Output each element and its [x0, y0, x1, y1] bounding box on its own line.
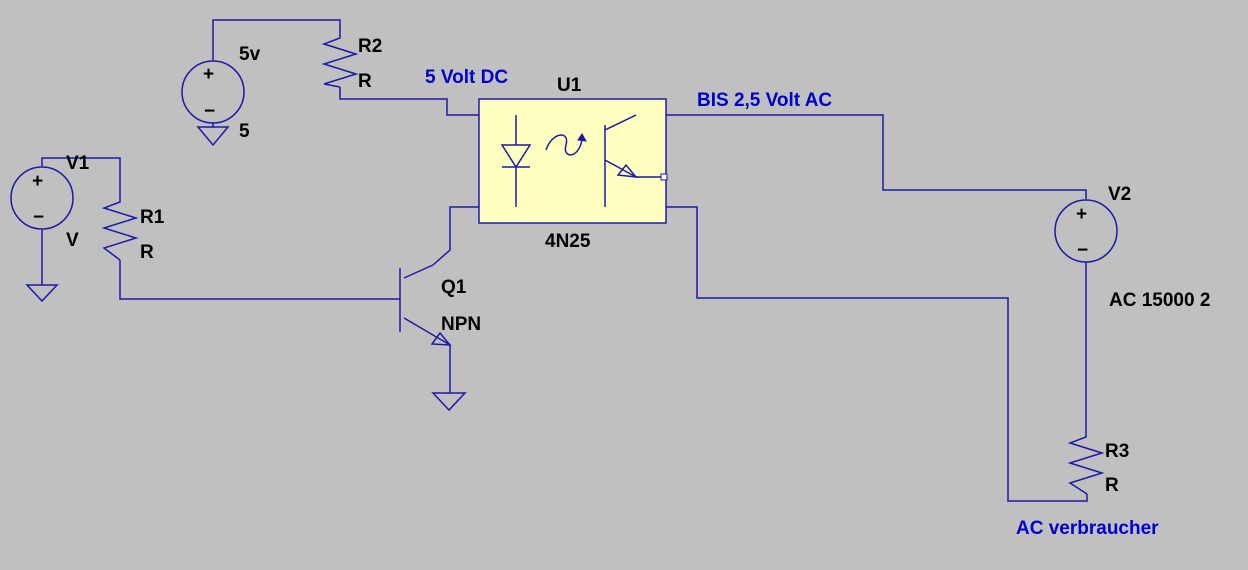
- resistor-r3[interactable]: R3 R: [1067, 430, 1129, 496]
- u1-name: U1: [557, 75, 582, 96]
- resistor-r1[interactable]: R1 R: [101, 196, 165, 263]
- light-coupling-icon: [545, 134, 583, 156]
- v2-value: AC 15000 2: [1109, 290, 1210, 311]
- minus-symbol: −: [204, 101, 215, 122]
- v2-name: V2: [1108, 184, 1131, 205]
- ground-icon: [196, 126, 230, 147]
- note-bis-2-5-volt-ac: BIS 2,5 Volt AC: [697, 90, 832, 111]
- source-5v-name: 5v: [239, 44, 261, 65]
- r3-value: R: [1105, 475, 1119, 496]
- wire-5v-top: [212, 19, 341, 60]
- r1-value: R: [140, 242, 154, 263]
- note-ac-verbraucher: AC verbraucher: [1016, 518, 1159, 539]
- wire-opto-emitter-to-load: [604, 168, 1088, 502]
- q1-value: NPN: [441, 314, 481, 335]
- q1-name: Q1: [441, 277, 467, 298]
- voltage-source-v1[interactable]: + − V1 V: [10, 153, 90, 303]
- voltage-source-v2[interactable]: + − V2 AC 15000 2: [1054, 184, 1210, 311]
- minus-symbol: −: [1077, 240, 1088, 261]
- voltage-source-5v[interactable]: + − 5v 5: [181, 44, 261, 147]
- note-5-volt-dc: 5 Volt DC: [425, 67, 508, 88]
- plus-symbol: +: [1076, 204, 1087, 225]
- r2-value: R: [358, 71, 372, 92]
- plus-symbol: +: [203, 64, 214, 85]
- wire-opto-collector-to-v2: [604, 114, 1087, 199]
- phototransistor-emitter-arrow-icon: [616, 163, 638, 178]
- r1-name: R1: [140, 207, 165, 228]
- u1-value: 4N25: [545, 231, 591, 252]
- led-icon: [500, 144, 532, 169]
- plus-symbol: +: [32, 171, 43, 192]
- minus-symbol: −: [33, 207, 44, 228]
- base-pin-icon: [660, 173, 668, 181]
- v1-value: V: [66, 230, 79, 251]
- optocoupler-u1[interactable]: U1 4N25: [478, 75, 668, 252]
- ground-icon: [431, 392, 467, 412]
- ground-icon: [25, 284, 59, 303]
- resistor-r2[interactable]: R2 R: [321, 32, 382, 92]
- wire-r1-to-base: [119, 260, 400, 300]
- v1-name: V1: [66, 153, 90, 174]
- wire-v1-top: [41, 157, 121, 196]
- r3-name: R3: [1105, 441, 1129, 462]
- transistor-q1[interactable]: Q1 NPN: [399, 264, 481, 412]
- source-5v-value: 5: [239, 121, 250, 142]
- r2-name: R2: [358, 36, 382, 57]
- emitter-arrow-icon: [430, 331, 452, 346]
